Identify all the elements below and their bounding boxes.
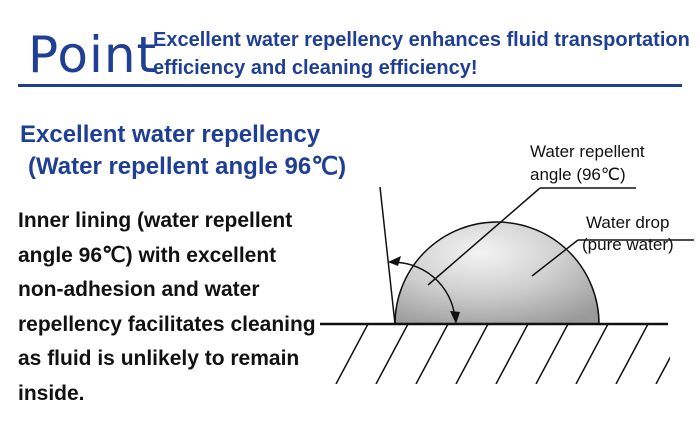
surface-hatching <box>335 324 670 384</box>
drop-label-line2: (pure water) <box>582 235 674 254</box>
water-drop-shape <box>394 221 600 325</box>
angle-label-line1: Water repellent <box>530 142 645 161</box>
angle-arc <box>389 261 456 319</box>
angle-arrow-left <box>388 256 401 266</box>
section-title: Excellent water repellency <box>20 121 321 148</box>
headline: Excellent water repellency enhances flui… <box>153 29 690 79</box>
drop-leader-line <box>531 239 579 277</box>
angle-label-line2: angle (96℃) <box>530 165 626 184</box>
section-title-angle: (Water repellent angle 96℃) <box>28 153 347 180</box>
tangent-line <box>379 186 396 325</box>
point-heading: Point <box>28 26 158 84</box>
drop-label-line1: Water drop <box>586 213 670 232</box>
angle-leader-line <box>427 187 541 286</box>
header-underline <box>18 84 682 87</box>
angle-arrow-right <box>450 311 460 324</box>
description-text: Inner lining (water repellent angle 96℃)… <box>18 209 316 405</box>
